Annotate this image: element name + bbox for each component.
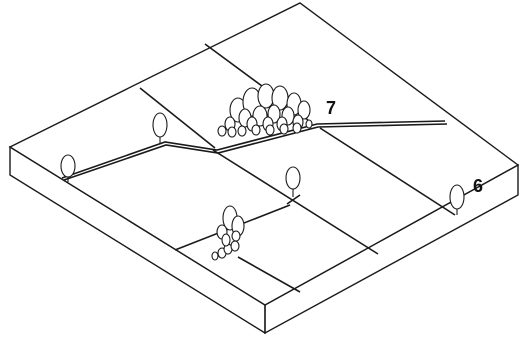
- label-seven: 7: [326, 98, 336, 118]
- block-top-surface: [10, 3, 518, 305]
- tree-right: [450, 185, 464, 215]
- label-six: 6: [473, 176, 483, 196]
